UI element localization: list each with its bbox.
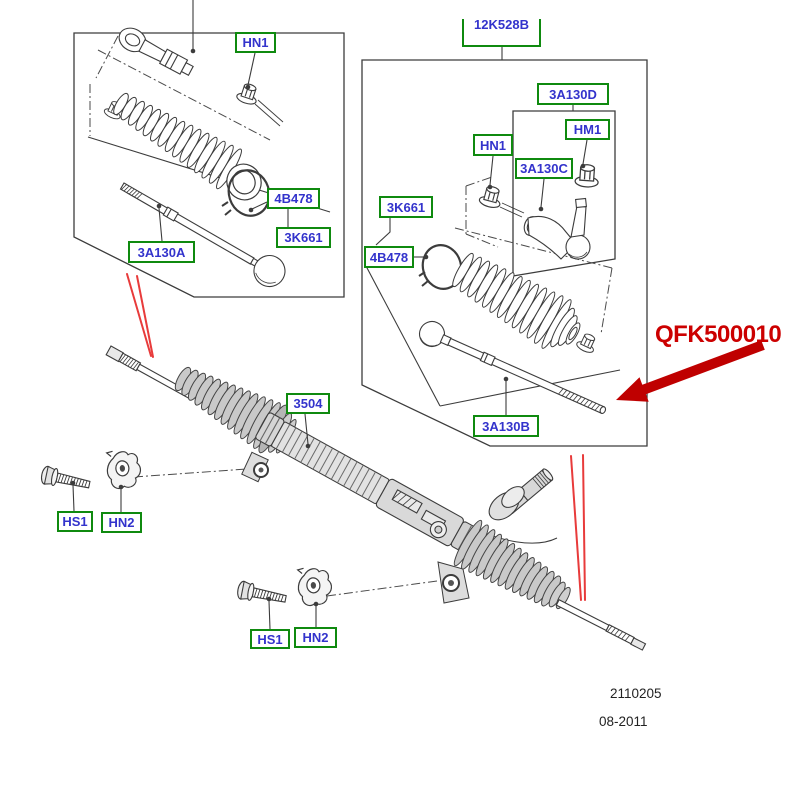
clamp-drawing-left-inset <box>221 169 271 217</box>
boot-drawing-right-inset <box>452 252 581 349</box>
red-guide-lines <box>126 273 586 601</box>
mount-eye-right <box>437 561 470 604</box>
part-label-hn1-right: HN1 <box>473 134 513 156</box>
part-label-3k661-right: 3K661 <box>379 196 433 218</box>
inner-tie-rod-drawing-right-inset <box>418 320 607 414</box>
part-label-3k661-left: 3K661 <box>276 227 331 248</box>
left-tie-rod-drawing <box>105 345 195 401</box>
boot-drawing-left-inset <box>113 92 242 190</box>
construction-lines <box>89 35 613 597</box>
lock-nut-drawing-hm1 <box>574 163 600 189</box>
highlighted-part-number: QFK500010 <box>655 321 782 348</box>
bolt-drawing-bottom <box>235 579 288 609</box>
left-inset-art <box>102 27 286 288</box>
clamp-nut-drawing-left <box>104 447 143 491</box>
part-label-3504: 3504 <box>286 393 330 414</box>
mount-eye-left <box>241 451 269 483</box>
part-label-3a130a: 3A130A <box>128 241 195 263</box>
part-label-3a130b: 3A130B <box>473 415 539 437</box>
part-label-4b478-left: 4B478 <box>267 188 320 209</box>
part-label-4b478-right: 4B478 <box>364 246 414 268</box>
left-inset-box <box>73 32 345 298</box>
part-label-hn1-left: HN1 <box>235 32 276 53</box>
clamp-drawing-right-inset <box>418 244 463 290</box>
rack-housing-drawing <box>255 412 492 561</box>
part-label-hn2-left: HN2 <box>101 512 142 533</box>
revision-date: 08-2011 <box>599 714 648 729</box>
right-boot-drawing <box>453 519 571 610</box>
part-label-12k528b: 12K528B <box>462 19 541 47</box>
part-label-hm1: HM1 <box>565 119 610 140</box>
steering-rack-assembly-art <box>39 345 647 651</box>
clamp-nut-drawing-bottom <box>295 564 334 608</box>
part-label-hs1-bottom: HS1 <box>250 629 290 649</box>
right-inset-box <box>361 59 648 447</box>
bolt-drawing-left <box>39 464 92 494</box>
pinion-shaft-drawing <box>488 468 554 521</box>
drawing-number: 2110205 <box>610 686 662 701</box>
right-inset-art <box>418 163 607 414</box>
part-label-hs1-left: HS1 <box>57 511 93 532</box>
leader-lines <box>72 0 588 630</box>
part-label-3a130d: 3A130D <box>537 83 609 105</box>
part-label-3a130c: 3A130C <box>515 158 573 179</box>
inner-tie-rod-drawing-left-inset <box>119 182 286 288</box>
small-nut-drawing-right <box>574 330 600 356</box>
right-tie-rod-drawing <box>555 599 647 651</box>
highlight-arrow <box>616 340 765 402</box>
tie-rod-end-sub-box <box>512 110 616 277</box>
tie-rod-end-drawing-left <box>118 27 194 77</box>
tie-rod-end-drawing-right <box>523 197 591 260</box>
leader-dots <box>70 48 586 607</box>
part-label-hn2-bottom: HN2 <box>294 627 337 648</box>
